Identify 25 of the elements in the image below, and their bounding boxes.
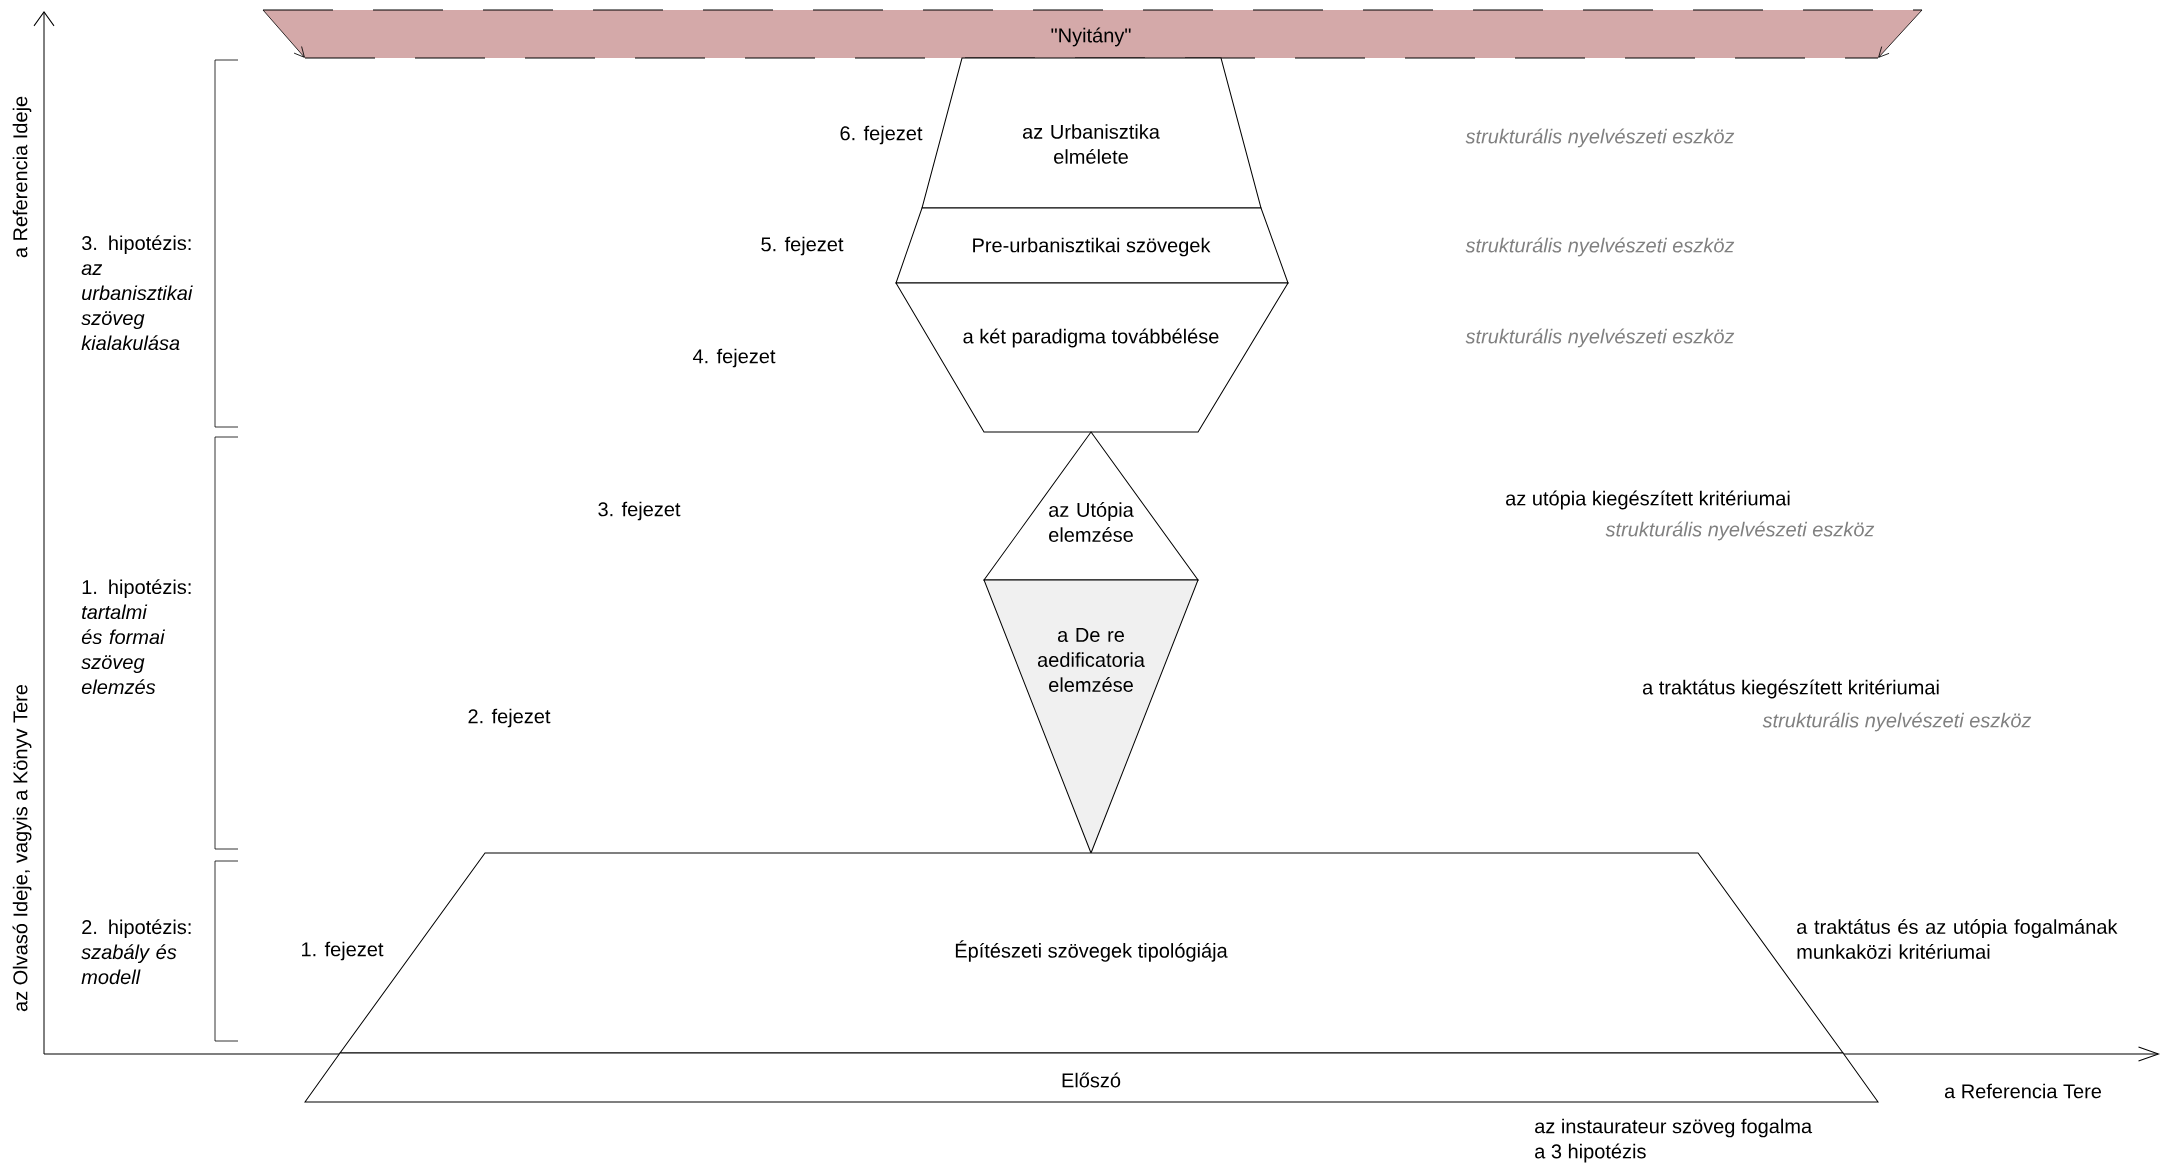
tool-note: strukturális nyelvészeti eszköz	[1465, 128, 1735, 148]
banner-band: "Nyitány"	[262, 9, 1923, 59]
axis-label: az Olvasó Ideje, vagyis a Könyv Tere	[12, 684, 32, 1012]
tool-note: strukturális nyelvészeti eszköz	[1762, 712, 2032, 732]
trapezoid-box: Pre-urbanisztikai szövegek	[895, 207, 1289, 284]
axis-label: a Referencia Tere	[1944, 1083, 2102, 1099]
base-band: Előszó	[304, 1052, 1879, 1103]
chapter-label: 5. fejezet	[761, 236, 844, 256]
hypothesis-label: 1. hipotézis: tartalmi és formai szöveg elemzés	[81, 579, 191, 695]
chapter-label: 4. fejezet	[692, 348, 776, 368]
hypothesis-label: 2. hipotézis: szabály és modell	[81, 919, 191, 985]
tool-note: strukturális nyelvészeti eszköz	[1465, 237, 1735, 257]
axis-label: a Referencia Ideje	[12, 96, 32, 258]
chapter-label: 6. fejezet	[840, 125, 923, 145]
criteria-label: a traktátus kiegészített kritériumai	[1642, 679, 1939, 699]
criteria-label: az utópia kiegészített kritériumai	[1506, 490, 1790, 510]
hexagon-box: a két paradigma továbbélése	[895, 282, 1289, 433]
tool-note: strukturális nyelvészeti eszköz	[1605, 521, 1875, 541]
triangle-box: az Utópia elemzése	[983, 431, 1199, 581]
triangle-box: a De re aedificatoria elemzése	[983, 579, 1199, 854]
tool-note: strukturális nyelvészeti eszköz	[1465, 328, 1735, 348]
chapter-label: 3. fejezet	[598, 501, 681, 521]
criteria-label: a 3 hipotézis	[1535, 1143, 1646, 1163]
hypothesis-label: 3. hipotézis: az urbanisztikai szöveg kialakulása	[81, 235, 193, 351]
chapter-label: 2. fejezet	[468, 708, 551, 728]
